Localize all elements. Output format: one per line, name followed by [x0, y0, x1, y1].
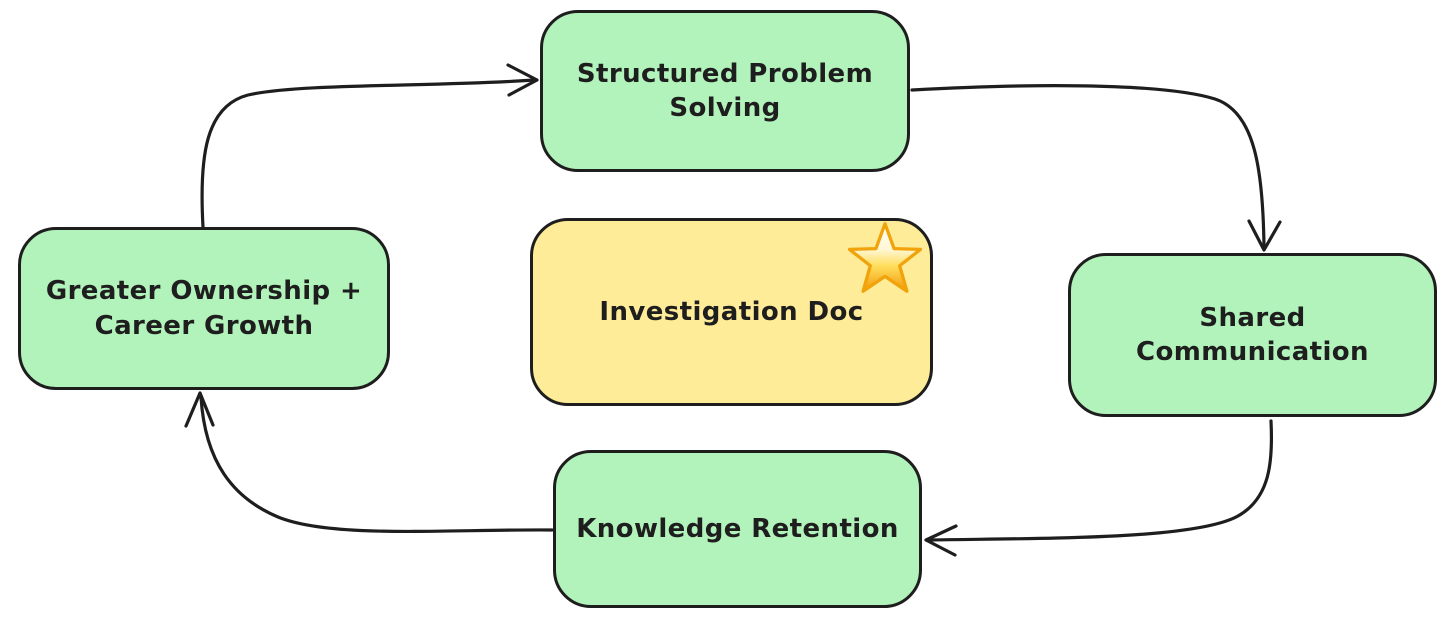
star-icon	[847, 222, 923, 293]
edge-structured-to-shared[interactable]	[910, 84, 1282, 252]
node-label: Greater Ownership + Career Growth	[45, 276, 363, 341]
edge-ownership-to-structured[interactable]	[200, 63, 539, 229]
node-investigation-doc[interactable]: Investigation Doc	[530, 218, 933, 406]
node-shared-communication[interactable]: Shared Communication	[1068, 253, 1437, 417]
node-knowledge-retention[interactable]: Knowledge Retention	[553, 450, 922, 608]
edge-knowledge-to-ownership[interactable]	[184, 391, 554, 534]
node-label: Investigation Doc	[599, 296, 864, 327]
node-structured-problem-solving[interactable]: Structured Problem Solving	[540, 10, 910, 172]
node-label: Knowledge Retention	[576, 513, 899, 544]
node-label: Shared Communication	[1136, 302, 1369, 367]
edge-shared-to-knowledge[interactable]	[924, 419, 1274, 557]
node-greater-ownership-career-growth[interactable]: Greater Ownership + Career Growth	[18, 227, 390, 390]
node-label: Structured Problem Solving	[576, 58, 874, 123]
